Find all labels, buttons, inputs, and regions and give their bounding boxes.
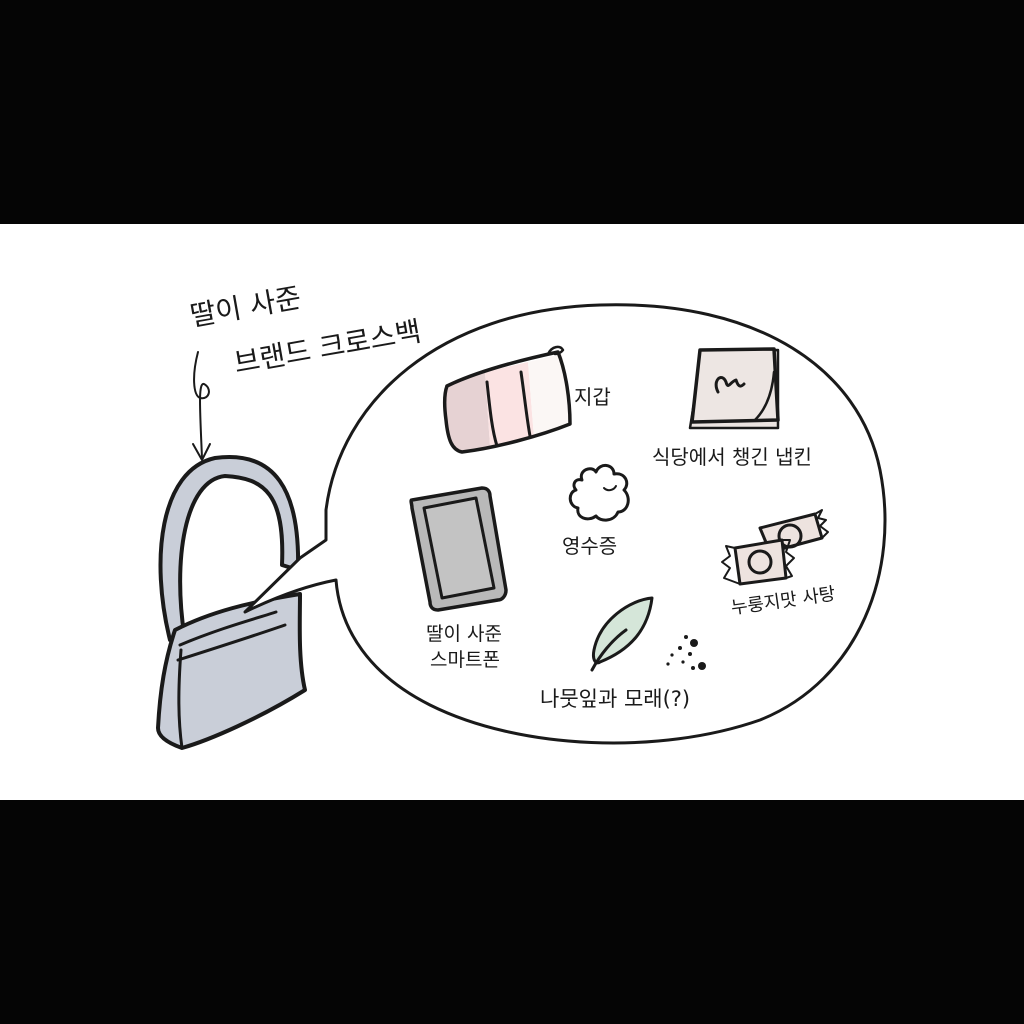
caption-line1: 딸이 사준 bbox=[187, 281, 303, 333]
sand-icon bbox=[666, 635, 706, 670]
letterbox-bottom bbox=[0, 800, 1024, 1024]
candy-icon bbox=[721, 509, 829, 586]
smartphone-label-line2: 스마트폰 bbox=[430, 649, 500, 671]
napkin-label: 식당에서 챙긴 냅킨 bbox=[652, 445, 812, 469]
illustration-panel: 딸이 사준 브랜드 크로스백 지갑 식당에서 챙긴 냅킨 영수증 딸이 사준 스… bbox=[0, 224, 1024, 800]
crossbody-bag-icon bbox=[156, 455, 307, 750]
napkin-icon bbox=[688, 347, 780, 430]
caption-line2: 브랜드 크로스백 bbox=[231, 315, 423, 380]
letterbox-top bbox=[0, 0, 1024, 224]
receipt-label: 영수증 bbox=[562, 534, 617, 558]
leaf-and-sand-label: 나뭇잎과 모래(?) bbox=[540, 687, 690, 711]
arrow-icon bbox=[192, 351, 211, 461]
smartphone-label-line1: 딸이 사준 bbox=[426, 623, 502, 645]
illustration-canvas: 딸이 사준 브랜드 크로스백 지갑 식당에서 챙긴 냅킨 영수증 딸이 사준 스… bbox=[156, 281, 887, 750]
wallet-icon bbox=[442, 345, 572, 454]
wallet-label: 지갑 bbox=[574, 385, 611, 409]
smartphone-icon bbox=[409, 486, 508, 612]
leaf-icon bbox=[590, 596, 654, 672]
receipt-icon bbox=[568, 464, 630, 522]
